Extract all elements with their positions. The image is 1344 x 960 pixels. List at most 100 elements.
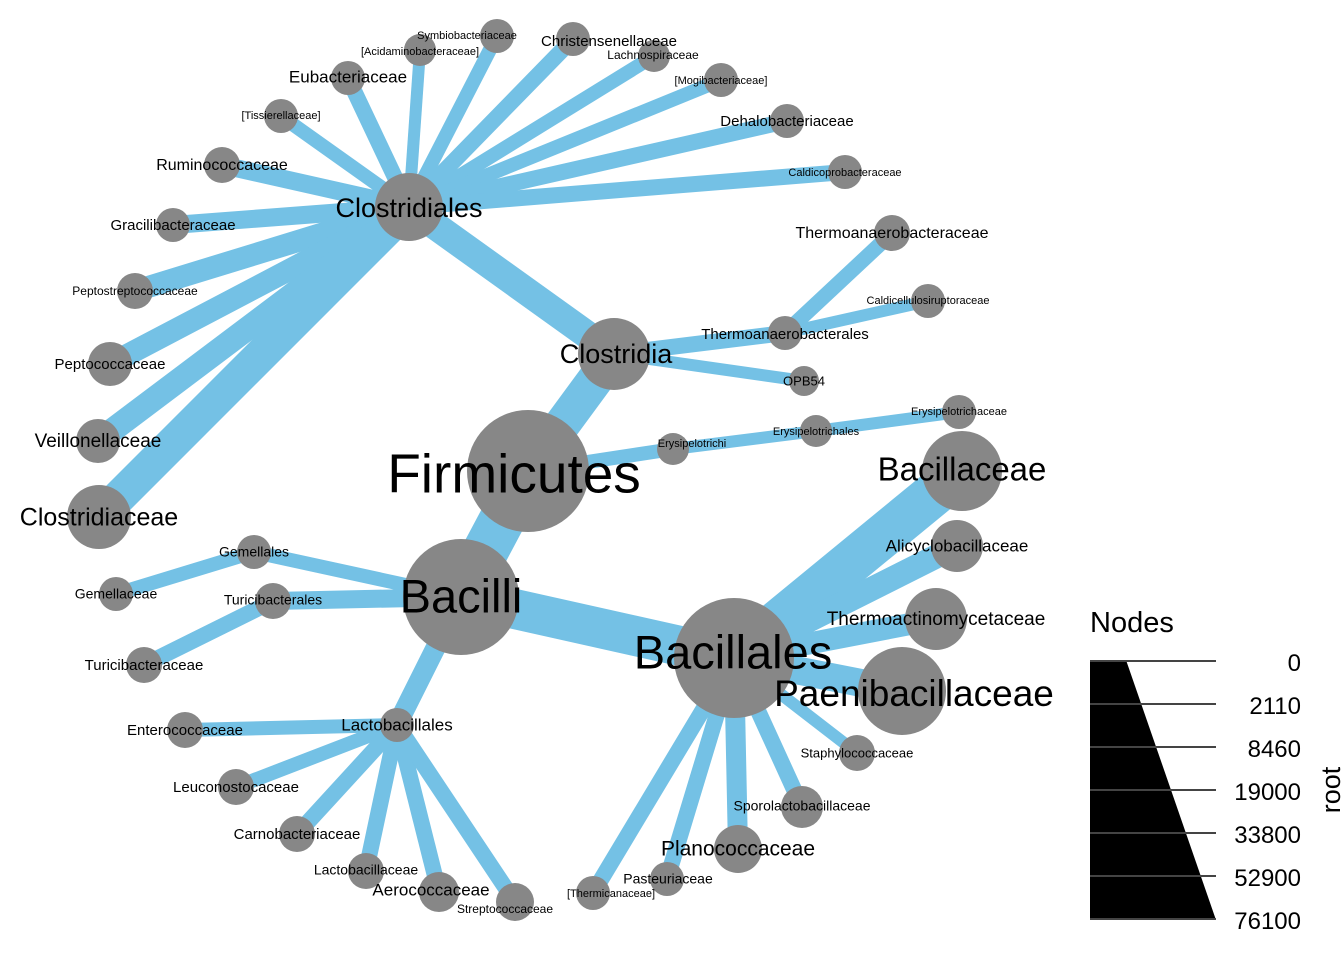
node-christensenellaceae <box>556 22 590 56</box>
label-layer: FirmicutesClostridiaBacilliErysipelotric… <box>20 30 1054 916</box>
node-firmicutes <box>467 410 589 532</box>
node-lachnospiraceae <box>638 40 670 72</box>
legend-tick-label: 33800 <box>1234 822 1301 849</box>
edge-clostridia-clostridiales <box>400 195 623 366</box>
node-eubacteriaceae <box>331 61 365 95</box>
node-label-thermoactinomycetaceae: Thermoactinomycetaceae <box>827 609 1046 630</box>
node-dehalobacteriaceae <box>770 104 804 138</box>
node-lactobacillaceae <box>348 853 384 889</box>
node-clostridiales <box>375 173 443 241</box>
legend-tick-label: 19000 <box>1234 779 1301 806</box>
node-label-ruminococcaceae: Ruminococcaceae <box>156 157 288 174</box>
node-acidaminobacteraceae <box>404 34 436 66</box>
node-label-leuconostocaceae: Leuconostocaceae <box>173 779 299 796</box>
node-label-gemellaceae: Gemellaceae <box>75 586 158 602</box>
node-label-lactobacillaceae: Lactobacillaceae <box>314 862 419 878</box>
legend-side-label: root <box>1316 766 1344 813</box>
node-label-staphylococcaceae: Staphylococcaceae <box>801 745 914 760</box>
node-label-peptostreptococcaceae: Peptostreptococcaceae <box>72 284 198 298</box>
node-label-planococcaceae: Planococcaceae <box>661 838 815 861</box>
node-gracilibacteraceae <box>156 208 190 242</box>
node-tissierellaceae <box>264 99 298 133</box>
node-thermoanaerobacteraceae <box>874 215 910 251</box>
node-enterococcaceae <box>167 712 203 748</box>
node-thermoactinomycetaceae <box>905 588 967 650</box>
node-label-clostridia: Clostridia <box>560 339 674 369</box>
node-bacilli <box>403 539 519 655</box>
node-veillonellaceae <box>76 419 120 463</box>
legend-tick-label: 8460 <box>1248 736 1301 763</box>
node-label-erysipelotrichales: Erysipelotrichales <box>773 426 860 438</box>
edge-clostridiales-christensenellaceae <box>403 33 579 213</box>
node-label-symbiobacteriaceae: Symbiobacteriaceae <box>417 30 517 42</box>
node-clostridia <box>578 318 650 390</box>
edge-erysipelotrichi-erysipelotrichales <box>672 425 817 455</box>
node-layer <box>67 19 1002 921</box>
node-label-christensenellaceae: Christensenellaceae <box>541 33 677 50</box>
node-label-tissierellaceae: [Tissierellaceae] <box>241 110 320 122</box>
edge-clostridiales-caldicoprobacteraceae <box>408 164 846 215</box>
node-symbiobacteriaceae <box>480 19 514 53</box>
node-opb54 <box>789 366 819 396</box>
node-label-aerococcaceae: Aerococcaceae <box>372 880 489 899</box>
node-staphylococcaceae <box>839 735 875 771</box>
edge-thermoanaerobacterales-thermoanaerobacteraceae <box>779 227 898 339</box>
node-label-peptococcaceae: Peptococcaceae <box>55 356 166 373</box>
node-label-lachnospiraceae: Lachnospiraceae <box>607 48 699 62</box>
node-turicibacteraceae <box>126 647 162 683</box>
node-pasteuriaceae <box>650 862 684 896</box>
node-aerococcaceae <box>419 872 459 912</box>
node-label-gemellales: Gemellales <box>219 544 289 560</box>
edge-lactobacillales-lactobacillaceae <box>358 723 405 873</box>
node-label-bacillaceae: Bacillaceae <box>878 451 1047 488</box>
edge-lactobacillales-carnobacteriaceae <box>291 719 403 840</box>
node-label-thermoanaerobacteraceae: Thermoanaerobacteraceae <box>795 225 988 242</box>
node-label-streptococcaceae: Streptococcaceae <box>457 902 553 916</box>
node-bacillaceae <box>922 431 1002 511</box>
node-label-alicyclobacillaceae: Alicyclobacillaceae <box>886 536 1029 555</box>
node-bacillales <box>674 598 794 718</box>
node-mogibacteriaceae <box>704 63 738 97</box>
node-label-turicibacteraceae: Turicibacteraceae <box>85 657 204 674</box>
node-label-veillonellaceae: Veillonellaceae <box>35 431 162 452</box>
edge-clostridiales-clostridiaceae <box>86 194 422 530</box>
node-lactobacillales <box>380 708 414 742</box>
edge-clostridiales-lachnospiraceae <box>405 50 658 213</box>
node-erysipelotrichi <box>657 433 689 465</box>
node-caldicoprobacteraceae <box>828 155 862 189</box>
node-label-carnobacteriaceae: Carnobacteriaceae <box>234 826 361 843</box>
node-label-pasteuriaceae: Pasteuriaceae <box>623 871 713 887</box>
node-label-mogibacteriaceae: [Mogibacteriaceae] <box>675 75 768 87</box>
node-erysipelotrichales <box>800 415 832 447</box>
node-label-paenibacillaceae: Paenibacillaceae <box>774 673 1054 714</box>
node-label-clostridiales: Clostridiales <box>335 193 482 223</box>
node-thermicanaceae <box>576 876 610 910</box>
node-label-sporolactobacillaceae: Sporolactobacillaceae <box>734 798 871 814</box>
node-label-eubacteriaceae: Eubacteriaceae <box>289 67 407 86</box>
node-peptostreptococcaceae <box>117 273 153 309</box>
edge-lactobacillales-enterococcaceae <box>184 718 398 737</box>
node-thermoanaerobacterales <box>768 316 802 350</box>
legend-title: Nodes <box>1090 607 1174 639</box>
legend-tick-label: 76100 <box>1234 908 1301 935</box>
node-label-enterococcaceae: Enterococcaceae <box>127 722 243 739</box>
node-alicyclobacillaceae <box>931 520 983 572</box>
node-carnobacteriaceae <box>279 816 315 852</box>
node-turicibacterales <box>255 583 291 619</box>
edge-turicibacterales-turicibacteraceae <box>140 593 277 673</box>
node-sporolactobacillaceae <box>781 786 823 828</box>
node-label-erysipelotrichaceae: Erysipelotrichaceae <box>911 406 1007 418</box>
legend-tick-label: 52900 <box>1234 865 1301 892</box>
node-leuconostocaceae <box>218 769 254 805</box>
node-label-opb54: OPB54 <box>783 373 825 388</box>
node-label-firmicutes: Firmicutes <box>387 443 641 505</box>
node-label-dehalobacteriaceae: Dehalobacteriaceae <box>720 113 853 130</box>
node-ruminococcaceae <box>204 147 240 183</box>
edge-lactobacillales-leuconostocaceae <box>233 718 400 794</box>
edge-thermoanaerobacterales-caldicellulosiruptoraceae <box>783 295 930 339</box>
edge-lactobacillales-aerococcaceae <box>389 723 447 894</box>
node-label-caldicoprobacteraceae: Caldicoprobacteraceae <box>788 167 901 179</box>
edge-lactobacillales-streptococcaceae <box>390 720 522 907</box>
